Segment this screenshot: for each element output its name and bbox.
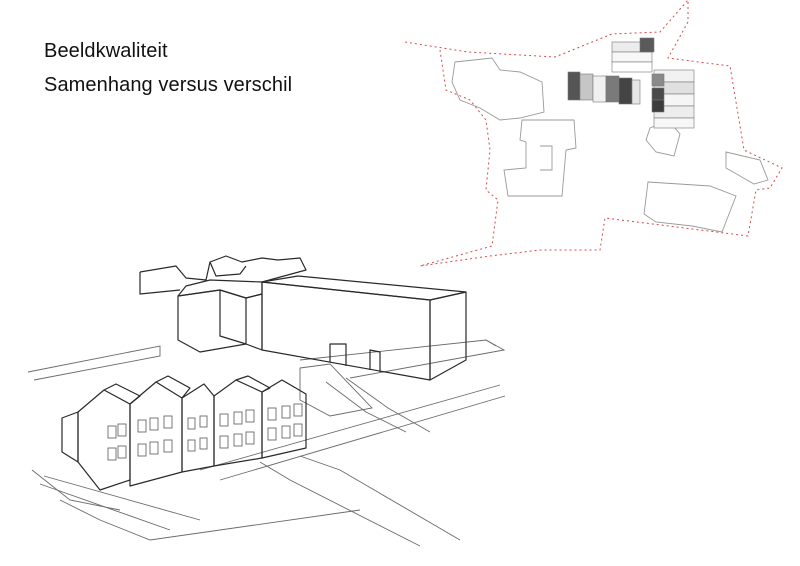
back-roofline [139, 255, 307, 295]
axonometric-drawing [27, 255, 506, 547]
plan-building-middle [503, 119, 577, 197]
plan-courtyard [540, 145, 553, 171]
mid-block [177, 279, 263, 353]
plan-building-lower-right [643, 181, 737, 233]
plan-houses-column-upper [611, 37, 655, 73]
plan-building-left [451, 57, 545, 121]
title-block: Beeldkwaliteit Samenhang versus verschil [44, 34, 292, 102]
row-houses [61, 375, 307, 491]
plan-houses-column-right [651, 69, 695, 129]
plan-building-small-right [725, 151, 769, 185]
page-subtitle: Samenhang versus verschil [44, 74, 293, 96]
page-title: Beeldkwaliteit [44, 40, 168, 62]
house-windows [107, 403, 303, 461]
site-plan [404, 0, 783, 267]
street-lines [27, 339, 506, 547]
plan-boundary [404, 0, 783, 267]
plan-houses-row-horizontal [567, 71, 641, 105]
large-building [261, 275, 467, 381]
